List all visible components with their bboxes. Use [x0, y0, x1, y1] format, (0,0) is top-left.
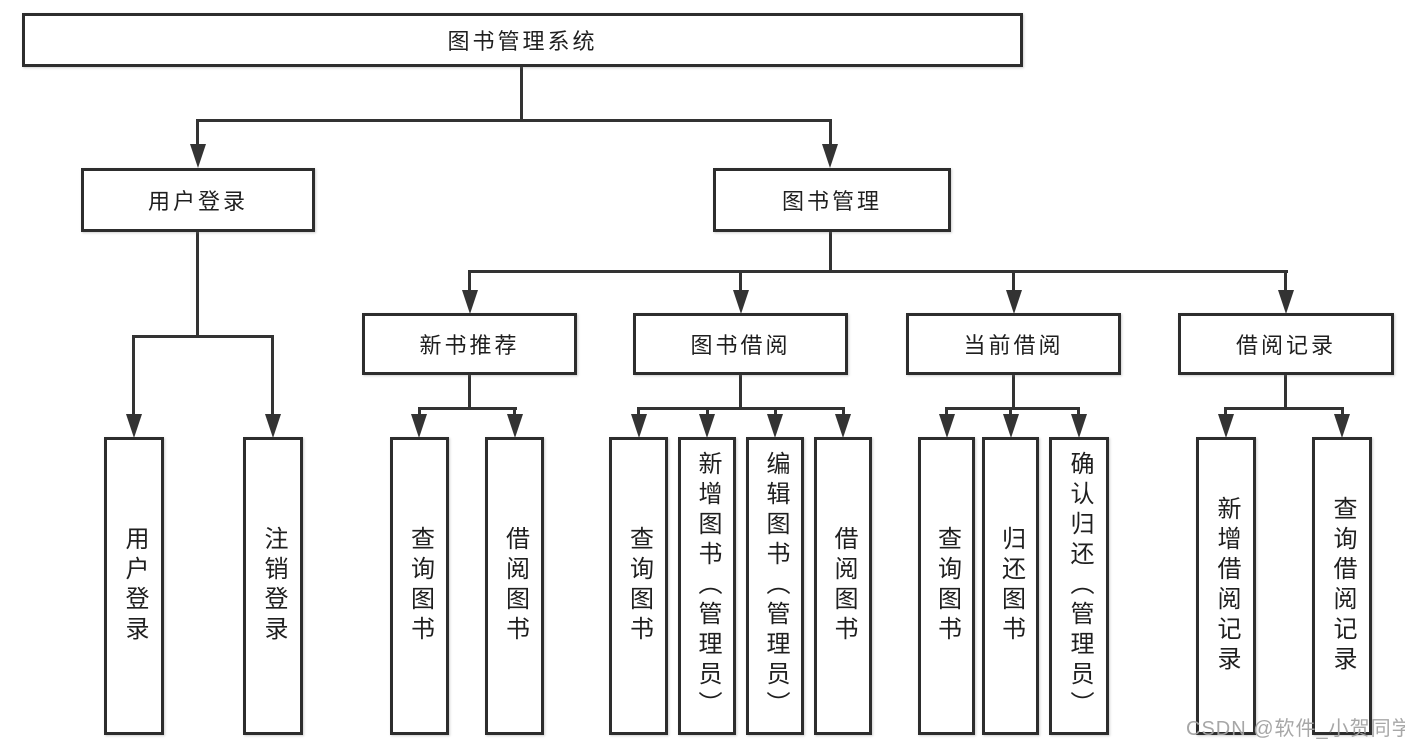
connector-line	[468, 375, 471, 410]
arrow-down-icon	[1006, 290, 1022, 314]
connector-line	[945, 407, 1080, 410]
connector-line	[706, 407, 709, 416]
node-label: 归还图书	[997, 526, 1025, 646]
leaf-confirm-return-admin: 确认归还（管理员）	[1049, 437, 1109, 735]
node-label: 查询借阅记录	[1329, 496, 1356, 676]
node-label: 借阅图书	[830, 526, 857, 646]
node-label: 图书借阅	[690, 333, 791, 358]
connector-line	[196, 232, 199, 337]
connector-line	[739, 270, 742, 292]
node-label: 借阅图书	[501, 526, 529, 646]
connector-line	[1012, 270, 1015, 292]
arrow-down-icon	[1071, 414, 1087, 438]
connector-line	[945, 407, 948, 416]
connector-line	[468, 270, 1288, 273]
connector-line	[1224, 407, 1227, 416]
arrow-down-icon	[733, 290, 749, 314]
arrow-down-icon	[265, 414, 281, 438]
connector-line	[418, 407, 517, 410]
leaf-borrow-books: 借阅图书	[814, 437, 872, 735]
connector-line	[132, 335, 135, 416]
node-new-book-recommendation: 新书推荐	[362, 313, 577, 375]
node-label: 查询图书	[933, 526, 961, 646]
node-label: 注销登录	[260, 526, 287, 646]
connector-line	[196, 119, 832, 122]
connector-line	[829, 119, 832, 148]
leaf-query-borrow-record: 查询借阅记录	[1312, 437, 1372, 735]
connector-line	[418, 407, 421, 416]
node-label: 查询图书	[406, 526, 434, 646]
node-label: 用户登录	[121, 526, 148, 646]
arrow-down-icon	[835, 414, 851, 438]
leaf-query-books-current: 查询图书	[918, 437, 975, 735]
arrow-down-icon	[190, 144, 206, 168]
arrow-down-icon	[462, 290, 478, 314]
node-label: 图书管理系统	[447, 29, 598, 54]
node-label: 当前借阅	[963, 333, 1064, 358]
arrow-down-icon	[1003, 414, 1019, 438]
connector-line	[132, 335, 274, 338]
leaf-borrow-books-recommend: 借阅图书	[485, 437, 544, 735]
leaf-return-books: 归还图书	[982, 437, 1039, 735]
node-label: 新增借阅记录	[1213, 496, 1240, 676]
connector-line	[829, 232, 832, 273]
leaf-add-books-admin: 新增图书（管理员）	[678, 437, 736, 735]
node-label: 新增图书（管理员）	[694, 451, 721, 721]
connector-line	[1284, 270, 1287, 292]
connector-line	[196, 119, 199, 148]
node-book-management: 图书管理	[713, 168, 951, 232]
arrow-down-icon	[939, 414, 955, 438]
node-label: 新书推荐	[419, 333, 520, 358]
leaf-query-books-borrowing: 查询图书	[609, 437, 668, 735]
connector-line	[1224, 407, 1344, 410]
connector-line	[271, 335, 274, 416]
leaf-add-borrow-record: 新增借阅记录	[1196, 437, 1256, 735]
node-book-borrowing: 图书借阅	[633, 313, 848, 375]
connector-line	[637, 407, 640, 416]
connector-line	[842, 407, 845, 416]
node-current-borrowing: 当前借阅	[906, 313, 1121, 375]
connector-line	[520, 66, 523, 121]
arrow-down-icon	[507, 414, 523, 438]
leaf-edit-books-admin: 编辑图书（管理员）	[746, 437, 804, 735]
arrow-down-icon	[631, 414, 647, 438]
node-library-management-system: 图书管理系统	[22, 13, 1023, 67]
connector-line	[513, 407, 516, 416]
leaf-user-login: 用户登录	[104, 437, 164, 735]
arrow-down-icon	[699, 414, 715, 438]
connector-line	[1341, 407, 1344, 416]
node-label: 用户登录	[147, 189, 248, 214]
leaf-query-books-recommend: 查询图书	[390, 437, 449, 735]
arrow-down-icon	[767, 414, 783, 438]
leaf-logout: 注销登录	[243, 437, 303, 735]
arrow-down-icon	[126, 414, 142, 438]
csdn-watermark: CSDN @软件_小贺同学	[1186, 718, 1405, 740]
node-label: 借阅记录	[1235, 333, 1336, 358]
arrow-down-icon	[822, 144, 838, 168]
connector-line	[1284, 375, 1287, 410]
node-label: 图书管理	[781, 189, 882, 214]
node-label: 查询图书	[625, 526, 653, 646]
node-label: 编辑图书（管理员）	[762, 451, 789, 721]
connector-line	[468, 270, 471, 292]
arrow-down-icon	[1278, 290, 1294, 314]
connector-line	[1009, 407, 1012, 416]
arrow-down-icon	[1334, 414, 1350, 438]
connector-line	[739, 375, 742, 410]
node-borrowing-records: 借阅记录	[1178, 313, 1394, 375]
connector-line	[774, 407, 777, 416]
connector-line	[637, 407, 845, 410]
connector-line	[1077, 407, 1080, 416]
arrow-down-icon	[1218, 414, 1234, 438]
arrow-down-icon	[411, 414, 427, 438]
node-user-login: 用户登录	[81, 168, 315, 232]
node-label: 确认归还（管理员）	[1066, 451, 1093, 721]
connector-line	[1012, 375, 1015, 410]
